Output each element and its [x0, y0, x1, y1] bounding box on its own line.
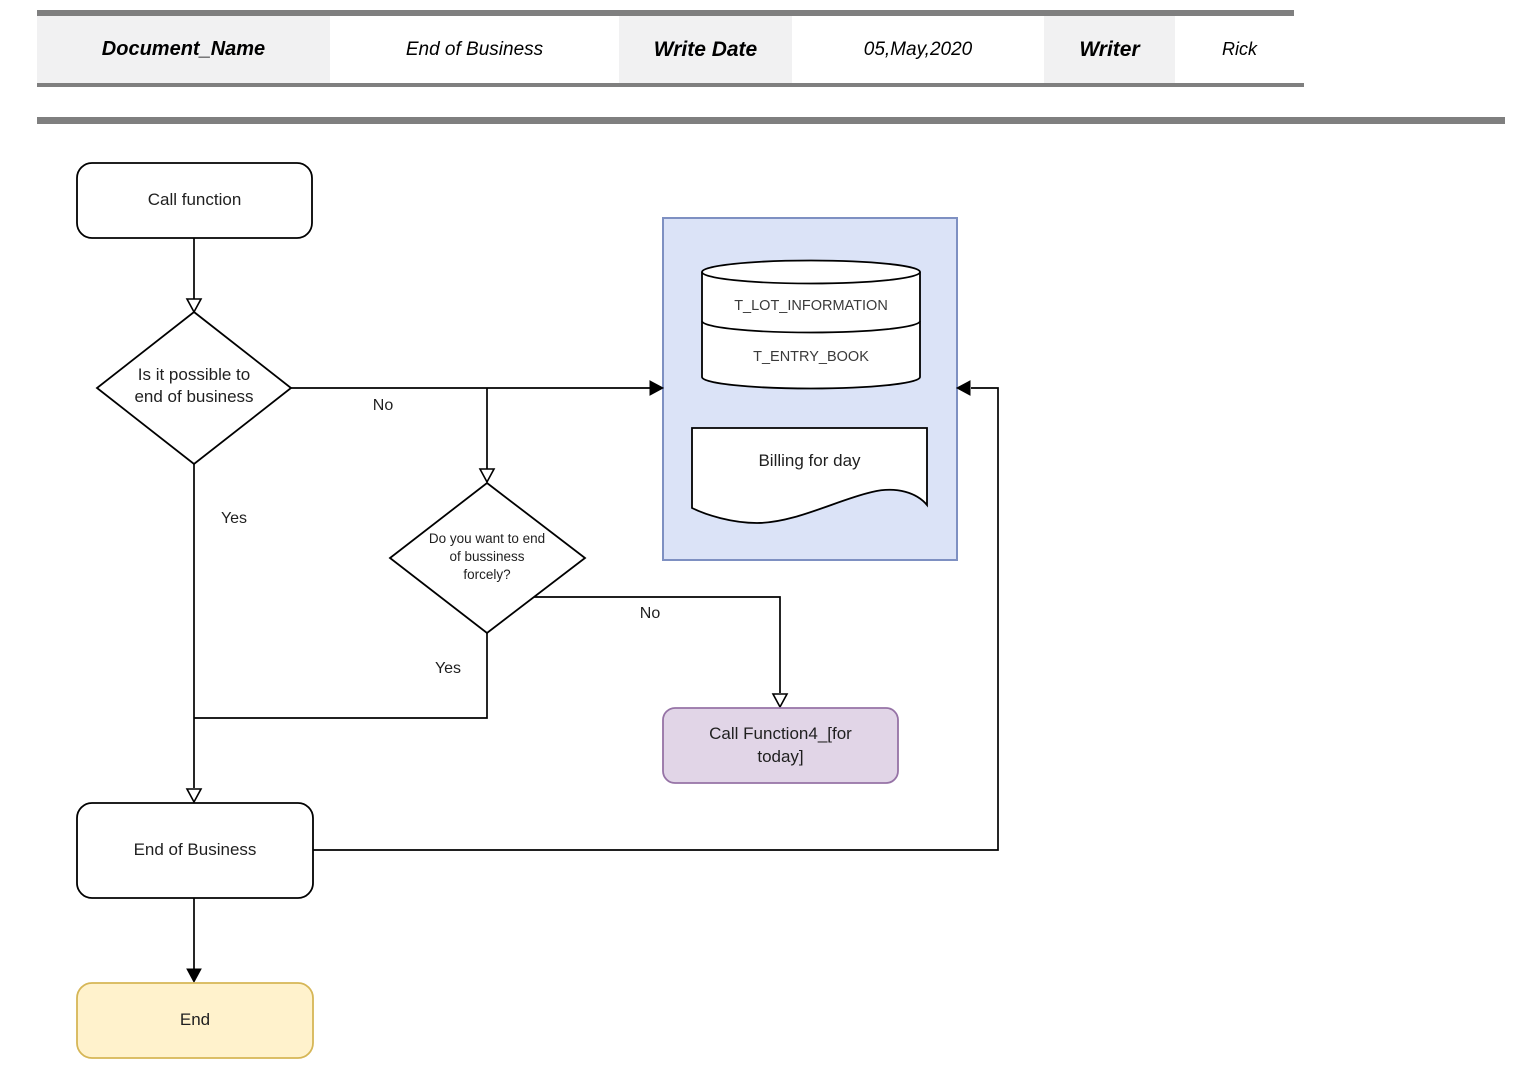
arrowhead-callfunction4 — [771, 693, 789, 709]
header-label-writer: Writer — [1044, 16, 1175, 83]
node-decision2 — [388, 481, 587, 635]
decision2-yes-label: Yes — [434, 660, 462, 677]
db-table2-label: T_ENTRY_BOOK — [753, 349, 869, 365]
header-value-document-name: End of Business — [330, 16, 619, 83]
header-label-document-name: Document_Name — [37, 16, 330, 83]
arrowhead-container-left — [649, 380, 665, 396]
end-label: End — [179, 1010, 211, 1030]
db-table1-label: T_LOT_INFORMATION — [734, 298, 888, 314]
header-value-write-date: 05,May,2020 — [792, 16, 1044, 83]
node-database-cylinder — [701, 259, 921, 390]
node-end — [76, 982, 314, 1059]
call-function4-label: Call Function4_[for today] — [709, 724, 852, 766]
header-bottom-rule — [37, 83, 1304, 87]
end-of-business-label: End of Business — [133, 840, 257, 860]
arrowhead-decision1 — [185, 298, 203, 314]
node-call-function4 — [662, 707, 899, 784]
decision2-no-label: No — [639, 605, 661, 622]
edge-decision2-yes — [194, 633, 488, 719]
arrowhead-decision2 — [478, 468, 496, 484]
edge-decision2-no — [534, 596, 781, 693]
arrowhead-end — [186, 968, 202, 984]
page-divider-rule — [37, 117, 1505, 124]
decision1-yes-label: Yes — [220, 510, 248, 527]
node-call-function — [76, 162, 313, 239]
arrowhead-end-of-business — [185, 788, 203, 804]
header-value-writer: Rick — [1175, 16, 1304, 83]
database-top-ellipse-arc — [701, 271, 921, 285]
node-decision1 — [95, 310, 293, 466]
edge-eob-container — [313, 387, 999, 851]
decision2-label: Do you want to end of bussiness forcely? — [428, 531, 546, 583]
header-top-rule — [37, 10, 1294, 16]
arrowhead-container-right — [955, 380, 971, 396]
call-function-label: Call function — [147, 190, 242, 210]
decision1-label: Is it possible to end of business — [134, 365, 254, 407]
decision1-no-label: No — [372, 397, 394, 414]
document-label: Billing for day — [758, 451, 861, 470]
node-document — [691, 427, 928, 524]
node-end-of-business — [76, 802, 314, 899]
database-divider-arc — [701, 320, 921, 334]
header-label-write-date: Write Date — [619, 16, 792, 83]
